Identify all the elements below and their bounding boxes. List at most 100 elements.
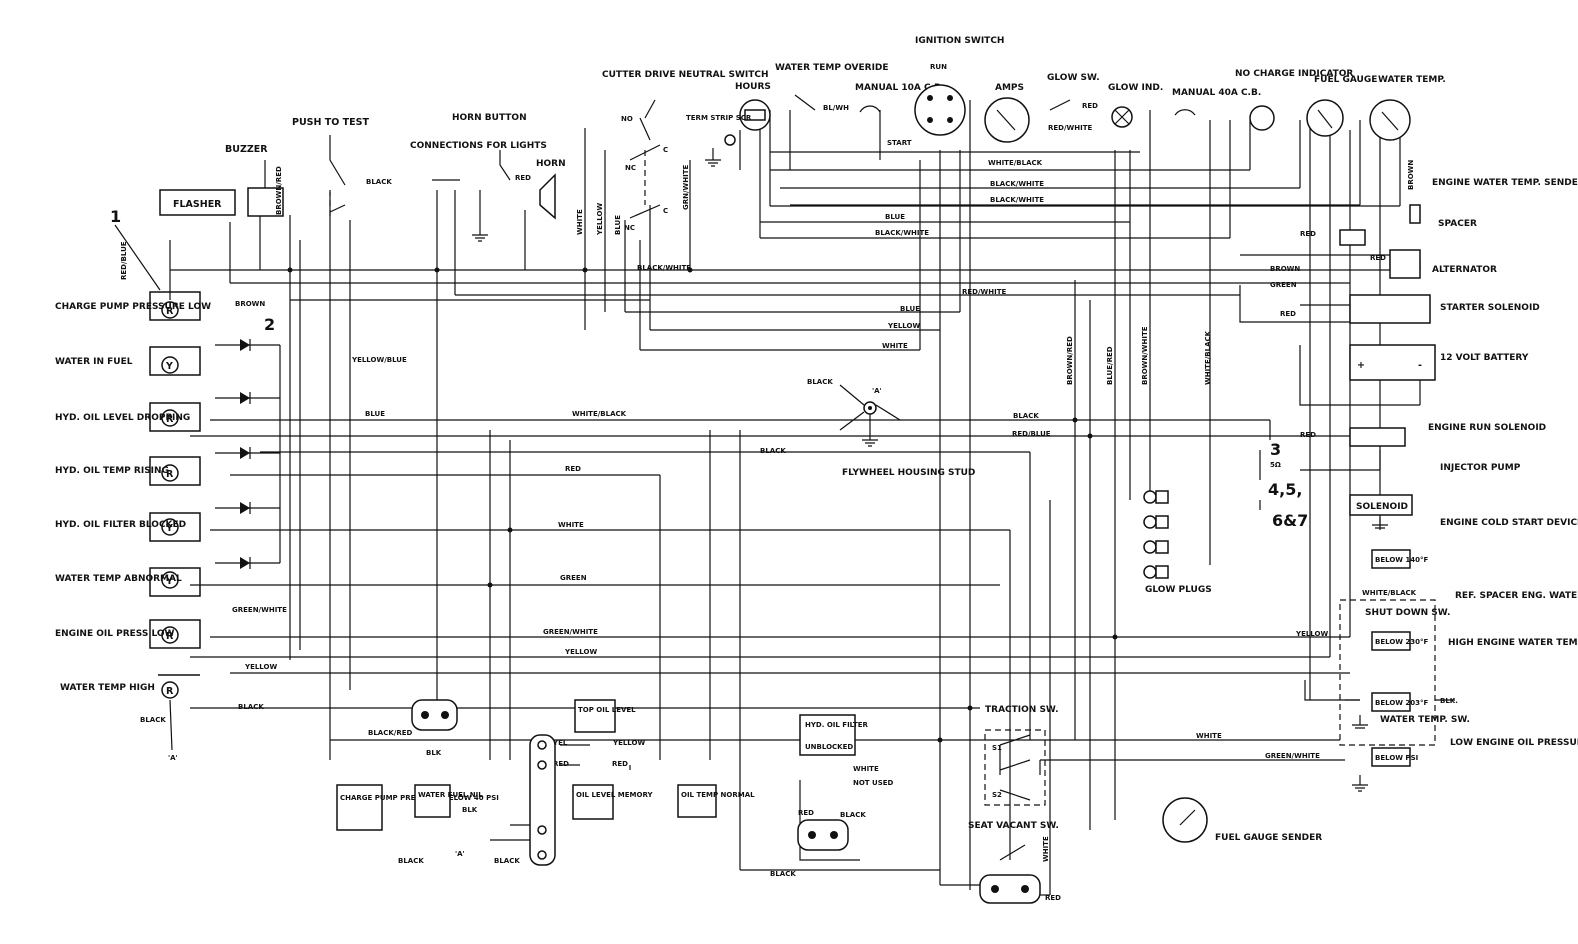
- callout-2: 2: [264, 315, 275, 334]
- wire-green-white-right: GREEN/WHITE: [1265, 752, 1320, 760]
- wire-blk-b: BLK: [462, 806, 478, 814]
- flasher-label: FLASHER: [173, 199, 222, 210]
- water-temp-gauge-icon: [1369, 99, 1411, 141]
- wire-blue-red-vert: BLUE/RED: [1106, 346, 1114, 385]
- label-hyd-oil-filter: HYD. OIL FILTER BLOCKED: [55, 520, 186, 530]
- lamp-hyd-oil-temp: [161, 464, 179, 482]
- battery-minus: -: [1418, 360, 1422, 371]
- wire-black-white-top3: BLACK/WHITE: [875, 229, 929, 237]
- wire-brown-red-vert: BROWN/RED: [1066, 336, 1074, 385]
- seat-label: SEAT VACANT SW.: [968, 821, 1059, 831]
- wire-yellow-blue: YELLOW/BLUE: [351, 356, 407, 364]
- lamp-water-temp-high-letter: R: [166, 686, 174, 697]
- alternator-label: ALTERNATOR: [1432, 265, 1497, 275]
- ground-icon: [472, 230, 488, 242]
- junction-dots: [287, 267, 1118, 743]
- wire-blue-left: BLUE: [365, 410, 385, 418]
- below-203-label: BELOW 203°F: [1375, 699, 1429, 707]
- top-oil-level-label: TOP OIL LEVEL: [578, 706, 636, 714]
- wire-red-blue: RED/BLUE: [120, 241, 128, 280]
- lamp-charge-pump-letter: R: [166, 306, 174, 317]
- wire-red-glow: RED: [1082, 102, 1098, 110]
- wire-yellow-mid2: YELLOW: [887, 322, 920, 330]
- callout-3: 3: [1270, 440, 1281, 459]
- wire-red-starter: RED: [1280, 310, 1296, 318]
- label-water-in-fuel: WATER IN FUEL: [55, 357, 133, 367]
- wire-white-black-mid: WHITE/BLACK: [572, 410, 627, 418]
- oil-temp-normal-box: [677, 784, 717, 818]
- run-label: RUN: [930, 63, 947, 71]
- wire-brown-right: BROWN: [1270, 265, 1300, 273]
- wire-black-flywheel: BLACK: [760, 447, 786, 455]
- warning-lamp-panel: R Y R R Y Y R R: [55, 207, 281, 762]
- c-label-2: C: [663, 207, 668, 215]
- s2-label: S2: [992, 791, 1002, 799]
- wire-black-bottom: BLACK: [770, 870, 796, 878]
- resistor-label: 5Ω: [1270, 461, 1281, 469]
- wire-red-alt2: RED: [1370, 254, 1386, 262]
- lamp-engine-oil-press-letter: R: [166, 631, 174, 642]
- lamp-water-in-fuel: [161, 356, 179, 374]
- wire-red-white-top: RED/WHITE: [1048, 124, 1092, 132]
- shut-down-label: SHUT DOWN SW.: [1365, 608, 1450, 618]
- horn-button-label: HORN BUTTON: [452, 113, 527, 123]
- term-strip-label: TERM STRIP SCR: [686, 114, 752, 122]
- battery-icon: [1349, 344, 1436, 381]
- relay-icon: [1339, 229, 1366, 246]
- manual-40a-label: MANUAL 40A C.B.: [1172, 88, 1261, 98]
- lamp-hyd-oil-level-letter: R: [166, 414, 174, 425]
- horn-label: HORN: [536, 159, 566, 169]
- below-140-box: [1371, 549, 1411, 569]
- ground-icon: [1352, 715, 1368, 729]
- label-hyd-oil-temp: HYD. OIL TEMP RISING: [55, 466, 169, 476]
- wire-brown-white-vert: BROWN/WHITE: [1141, 326, 1149, 385]
- buzzer-box: [247, 187, 284, 217]
- wire-black-left: BLACK: [238, 703, 264, 711]
- engine-water-temp-sender-label: ENGINE WATER TEMP. SENDER: [1432, 178, 1578, 188]
- cold-start-label: ENGINE COLD START DEVICE: [1440, 518, 1578, 528]
- lamp-hyd-oil-temp-letter: R: [166, 469, 174, 480]
- not-used-label: NOT USED: [853, 779, 894, 787]
- engine-run-solenoid-label: ENGINE RUN SOLENOID: [1428, 423, 1546, 433]
- lamp-engine-oil-press: [161, 626, 179, 644]
- wire-green-mid: GREEN: [560, 574, 587, 582]
- lamp-hyd-oil-filter: [161, 518, 179, 536]
- ignition-switch-icon: [914, 84, 966, 136]
- injector-pump-label: INJECTOR PUMP: [1440, 463, 1521, 473]
- wire-blue-mid: BLUE: [900, 305, 920, 313]
- wire-buses: [169, 100, 1455, 896]
- high-engine-label: HIGH ENGINE WATER TEMP.: [1448, 638, 1578, 648]
- wire-brown: BROWN: [235, 300, 265, 308]
- callout-1: 1: [110, 207, 121, 226]
- wire-black-bot1: BLACK: [398, 857, 424, 865]
- wire-red-oil: RED: [553, 760, 569, 768]
- wire-white-filter: WHITE: [853, 765, 879, 773]
- glow-plugs-icon: [1143, 490, 1169, 579]
- wire-black-bot2: BLACK: [494, 857, 520, 865]
- label-water-temp-high: WATER TEMP HIGH: [60, 683, 155, 693]
- water-fuel-box: [414, 784, 451, 818]
- water-temp-sender-icon: [1409, 204, 1421, 224]
- nc-label-2: NC: [624, 224, 635, 232]
- wire-grn-white-vert: GRN/WHITE: [682, 164, 690, 210]
- wire-white-mid2: WHITE: [882, 342, 908, 350]
- hours-label: HOURS: [735, 82, 771, 92]
- wire-black-white-top: BLACK/WHITE: [990, 180, 1044, 188]
- s1-label: S1: [992, 744, 1002, 752]
- amps-label: AMPS: [995, 83, 1024, 93]
- starter-solenoid-icon: [1349, 294, 1431, 324]
- below-230-label: BELOW 230°F: [1375, 638, 1429, 646]
- wire-white-vert: WHITE: [576, 209, 584, 235]
- lamp-water-temp-abnormal: [161, 571, 179, 589]
- cutter-drive-label: CUTTER DRIVE NEUTRAL SWITCH: [602, 70, 769, 80]
- center-components: 'A' FLYWHEEL HOUSING STUD GLOW PLUGS FUE…: [839, 384, 1322, 904]
- engine-run-solenoid-icon: [1349, 427, 1406, 447]
- spacer-label: SPACER: [1438, 219, 1477, 229]
- water-fuel-box-label: WATER FUEL NIL: [418, 791, 483, 799]
- lamp-hyd-oil-filter-letter: Y: [165, 523, 173, 534]
- wire-blk-a: BLK: [426, 749, 442, 757]
- buzzer-label: BUZZER: [225, 144, 268, 155]
- c-label-1: C: [663, 146, 668, 154]
- hyd-oil-filter-box-label: HYD. OIL FILTER: [805, 721, 869, 729]
- starter-solenoid-label: STARTER SOLENOID: [1440, 303, 1540, 313]
